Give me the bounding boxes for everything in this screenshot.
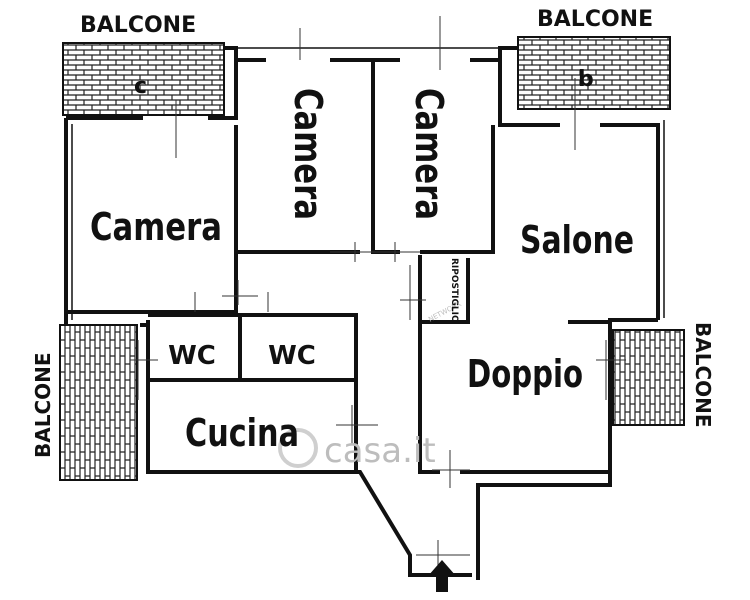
balcony-mark-c: c — [134, 74, 147, 99]
room-label-ripostiglio: RIPOSTIGLIO — [449, 258, 459, 323]
room-label-camera-mid1: Camera — [286, 88, 330, 220]
room-label-wc2: WC — [268, 341, 316, 371]
balcony-label-top-right: BALCONE — [537, 7, 653, 32]
balcony-left — [59, 324, 138, 481]
watermark-logo-icon — [278, 428, 318, 468]
room-label-doppio: Doppio — [467, 352, 583, 396]
balcony-label-left: BALCONE — [31, 352, 55, 458]
room-label-wc1: WC — [168, 341, 216, 371]
outer-walls — [64, 46, 665, 580]
balcony-top-left — [62, 42, 225, 116]
balcony-label-right: BALCONE — [691, 322, 715, 428]
room-label-salone: Salone — [520, 218, 634, 262]
watermark-brand: casa.it — [324, 431, 436, 471]
balcony-right — [612, 329, 685, 426]
room-label-camera-left: Camera — [90, 205, 222, 249]
door-markers — [130, 16, 626, 570]
room-label-cucina: Cucina — [185, 411, 299, 455]
watermark: casa.it NETWORK — [278, 300, 463, 471]
room-label-camera-mid2: Camera — [407, 88, 451, 220]
balcony-top-right — [517, 36, 671, 110]
balcony-mark-b: b — [578, 67, 594, 92]
balcony-label-top-left: BALCONE — [80, 13, 196, 38]
arrow-up-icon — [428, 560, 456, 592]
